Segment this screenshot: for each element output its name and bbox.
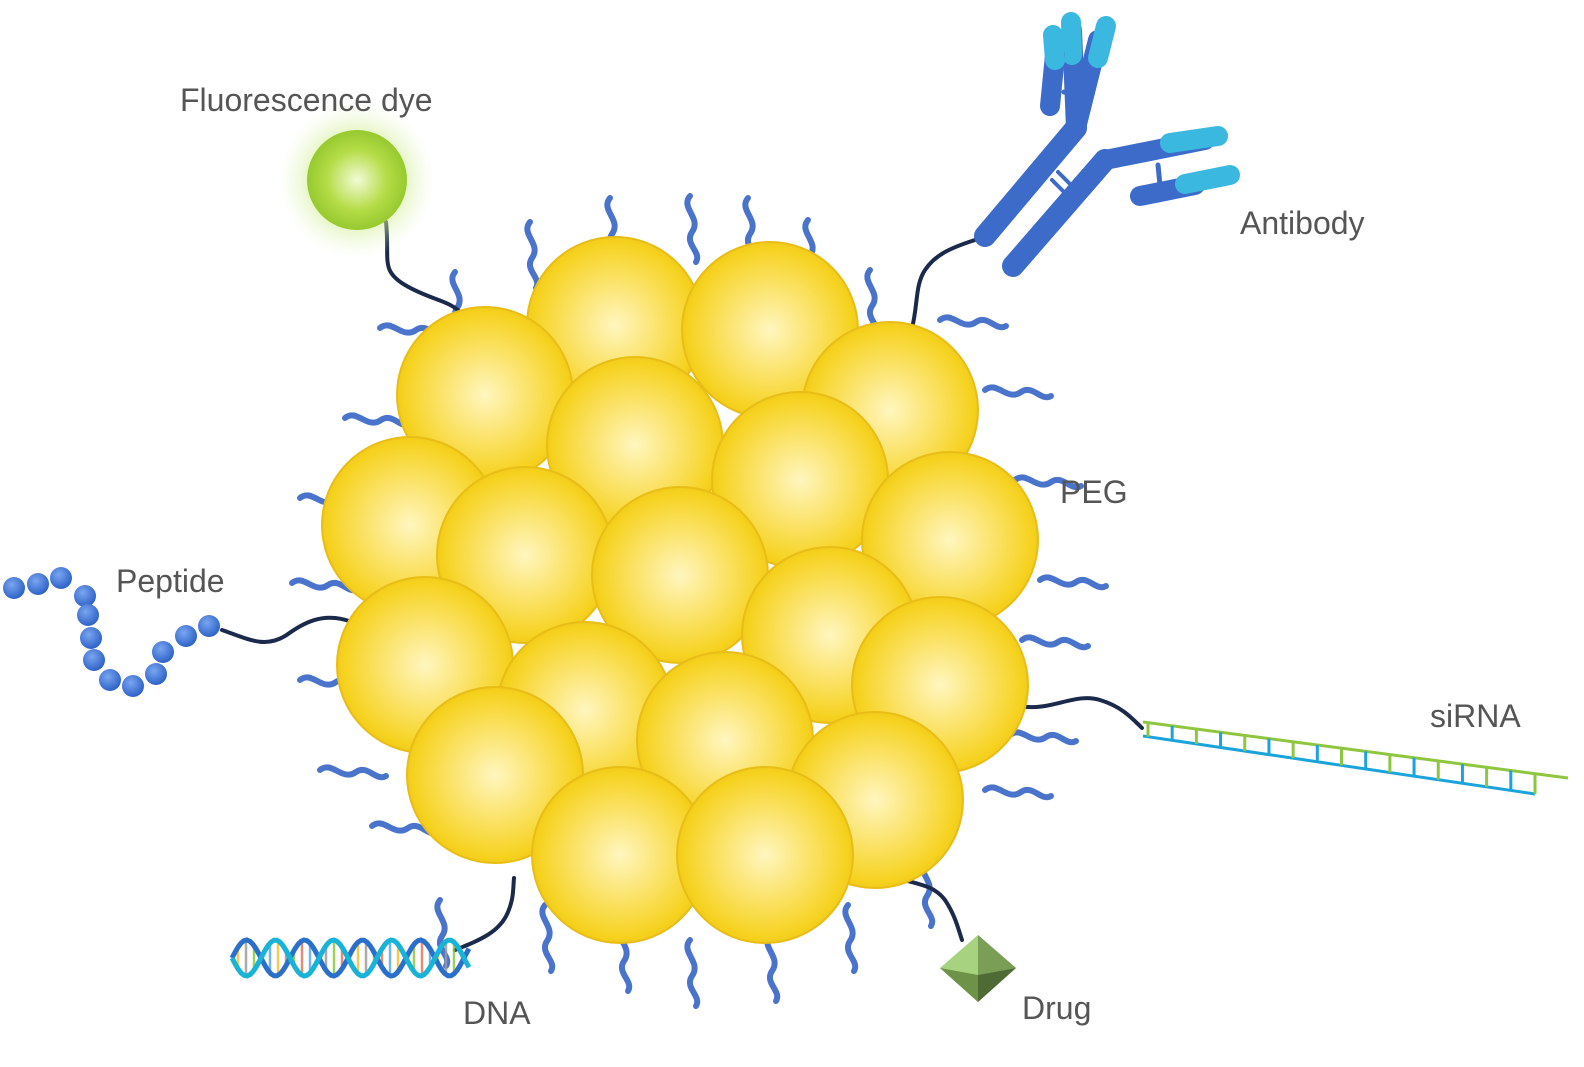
fluorescence-dye-sphere bbox=[279, 102, 435, 258]
drug-crystal bbox=[940, 935, 1016, 1002]
peg-chain bbox=[539, 902, 556, 974]
linker-peptide bbox=[220, 615, 354, 644]
peptide-bead bbox=[27, 573, 49, 595]
peg-chain bbox=[684, 937, 701, 1009]
peptide-bead bbox=[145, 663, 167, 685]
label-sirna: siRNA bbox=[1430, 698, 1521, 734]
peptide-bead bbox=[80, 627, 102, 649]
peg-chain bbox=[982, 384, 1054, 401]
nanoparticle-sphere bbox=[676, 766, 854, 944]
linker-sirna bbox=[1018, 696, 1144, 730]
nanoparticle-core bbox=[321, 236, 1039, 944]
peg-chain bbox=[1012, 474, 1084, 491]
peg-chain bbox=[982, 784, 1054, 801]
peg-chain bbox=[1007, 729, 1079, 746]
linker-antibody bbox=[910, 238, 977, 330]
peptide-bead bbox=[50, 567, 72, 589]
peg-chain bbox=[937, 314, 1009, 331]
peptide-bead bbox=[99, 669, 121, 691]
peptide-bead bbox=[198, 615, 220, 637]
peg-chain bbox=[842, 902, 859, 974]
linker-dna bbox=[453, 876, 516, 952]
peptide-bead bbox=[74, 585, 96, 607]
peg-chain bbox=[524, 219, 541, 291]
peg-chain bbox=[1019, 634, 1091, 651]
peptide-bead bbox=[152, 641, 174, 663]
peg-chain bbox=[1037, 574, 1109, 591]
peg-chain bbox=[684, 193, 701, 265]
sirna-strand bbox=[1142, 720, 1569, 796]
peptide-bead bbox=[122, 675, 144, 697]
peptide-bead bbox=[3, 577, 25, 599]
peptide-chain bbox=[3, 567, 220, 697]
peg-chain bbox=[764, 932, 781, 1004]
label-antibody: Antibody bbox=[1240, 205, 1365, 241]
label-dna: DNA bbox=[463, 995, 531, 1031]
antibody-icon bbox=[974, 12, 1240, 277]
label-peptide: Peptide bbox=[116, 563, 225, 599]
dna-helix bbox=[229, 937, 472, 979]
label-drug: Drug bbox=[1022, 990, 1091, 1026]
peptide-bead bbox=[83, 649, 105, 671]
dna-strand bbox=[229, 937, 472, 979]
peptide-bead bbox=[175, 625, 197, 647]
peg-chain bbox=[317, 764, 389, 781]
label-peg: PEG bbox=[1060, 474, 1128, 510]
dna-strand bbox=[229, 937, 472, 979]
label-fluorescence-dye: Fluorescence dye bbox=[180, 82, 433, 118]
peptide-bead bbox=[77, 604, 99, 626]
